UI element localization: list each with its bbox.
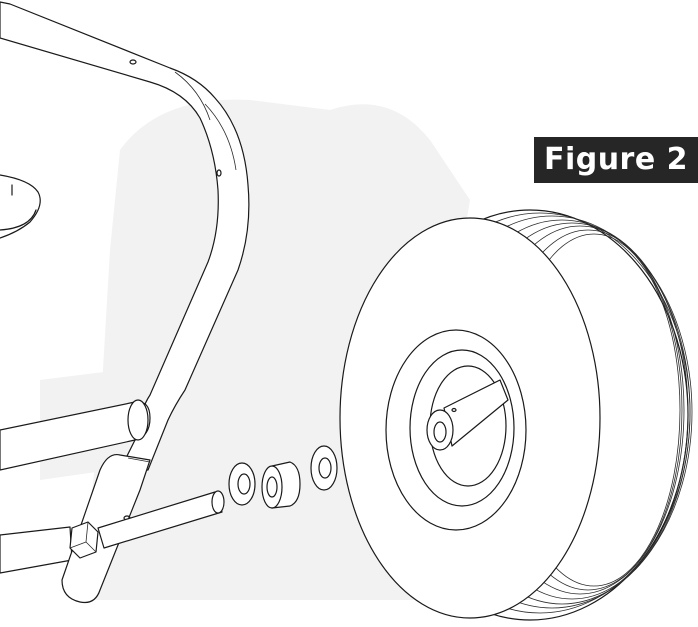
hex-nut xyxy=(69,521,99,559)
frame-handle xyxy=(0,1,250,471)
flat-washer-inner xyxy=(228,462,256,506)
flat-washer-outer xyxy=(310,445,338,491)
tank-edge xyxy=(0,174,41,239)
spacer xyxy=(261,461,301,509)
frame-crossbar xyxy=(0,399,151,574)
figure-label: Figure 2 xyxy=(534,137,698,183)
axle-shaft xyxy=(97,490,225,549)
wheel-hub xyxy=(385,329,527,531)
